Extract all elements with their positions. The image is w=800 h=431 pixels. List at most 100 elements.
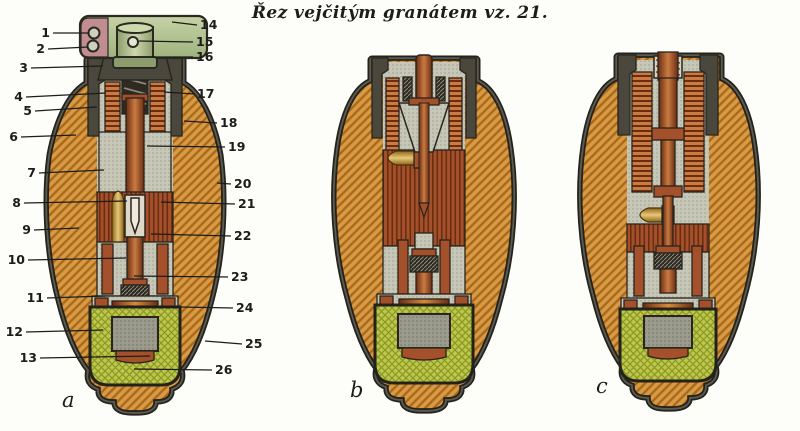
spring-right [435,76,446,102]
center-tube-lower [659,268,677,294]
spring-left [402,76,413,102]
leader-line [27,257,127,261]
leader-line [163,91,195,95]
leader-line [183,120,218,124]
knurled-nut [653,252,683,270]
safety-ring-hole [127,36,139,48]
callout-4: 4 [14,89,23,104]
side-rod-right [156,243,169,295]
striker-tip [418,202,430,219]
nut-flange [122,278,148,286]
leader-line [216,182,232,185]
detonator-capsule [111,190,125,248]
leader-line [33,227,80,231]
leader-lines [20,21,243,371]
leader-line [150,233,232,237]
callout-15: 15 [196,34,213,49]
leader-line [160,201,236,205]
firing-pin [130,197,140,236]
side-rod-left [633,245,645,297]
callout-2: 2 [36,41,45,56]
safety-cap-base [112,56,158,69]
leader-line [20,134,77,138]
nut-flange [655,245,681,254]
leader-line [47,46,89,50]
side-rod-right [439,239,451,295]
neck-wall-left [617,54,637,136]
callout-6: 6 [9,129,18,144]
figure-title: Řez vejčitým granátem vz. 21. [251,3,549,23]
leader-line [133,368,213,371]
callout-23: 23 [231,269,248,284]
callout-25: 25 [245,336,262,351]
striker-head [657,51,679,81]
neck-wall-left [371,57,389,139]
callout-16: 16 [196,49,214,64]
leader-line [171,21,198,26]
callout-13: 13 [20,350,37,365]
delay-column-right [683,71,705,193]
center-tube-lower [415,271,433,295]
leader-line [126,305,234,309]
callout-11: 11 [27,290,44,305]
callout-14: 14 [200,17,218,32]
striker-tube [125,97,145,195]
leader-line [34,106,98,112]
leader-line [25,329,104,333]
callout-22: 22 [234,228,251,243]
leader-line [133,275,229,278]
leader-line [146,145,226,148]
booster-block [397,313,451,349]
callout-26: 26 [215,362,233,377]
callout-21: 21 [238,196,255,211]
striker-tube-exposed [415,54,433,102]
callout-3: 3 [19,60,28,75]
figure-letter-b: b [350,378,363,402]
grenade-a [43,14,227,416]
callout-24: 24 [236,300,254,315]
callout-numbers-right: 14 15 16 17 18 19 20 21 22 23 24 25 26 [196,17,262,377]
lever-rivet-top [87,26,101,40]
booster-pad [647,347,689,360]
delay-ring-right [149,81,166,133]
leader-line [30,65,104,69]
lever-rivet-bottom [86,39,100,53]
leader-line [23,200,128,204]
booster-block [111,316,159,352]
leader-line [39,355,151,359]
grenade-b [331,54,517,414]
neck-wall-right [699,54,719,136]
striker-rod [418,102,430,204]
striker-shaft-upper [658,77,678,131]
booster-pad [401,347,447,361]
delay-ring-left [104,81,121,133]
callout-8: 8 [12,195,21,210]
knurled-nut [409,255,439,273]
callout-1: 1 [41,25,50,40]
leader-line [204,340,243,345]
nut-flange [411,248,437,257]
grenade-c [577,51,761,412]
callout-19: 19 [228,139,245,154]
striker-shaft-mid [660,139,676,189]
booster-block [643,315,693,349]
figure-letter-a: a [62,388,75,412]
leader-line [138,40,194,43]
figure-letter-c: c [596,374,608,398]
callout-10: 10 [8,252,26,267]
callout-7: 7 [27,165,36,180]
callout-17: 17 [197,86,214,101]
side-rod-left [397,239,409,295]
callout-5: 5 [23,103,32,118]
leader-line [46,295,106,299]
callout-20: 20 [234,176,252,191]
callout-18: 18 [220,115,237,130]
striker-flange-1 [651,127,685,141]
callout-12: 12 [6,324,23,339]
safety-cap-top [116,22,154,34]
neck-wall-right [459,57,477,139]
leader-line [38,169,105,174]
callout-numbers-left: 1 2 3 4 5 6 7 8 9 10 11 12 13 [6,25,50,365]
